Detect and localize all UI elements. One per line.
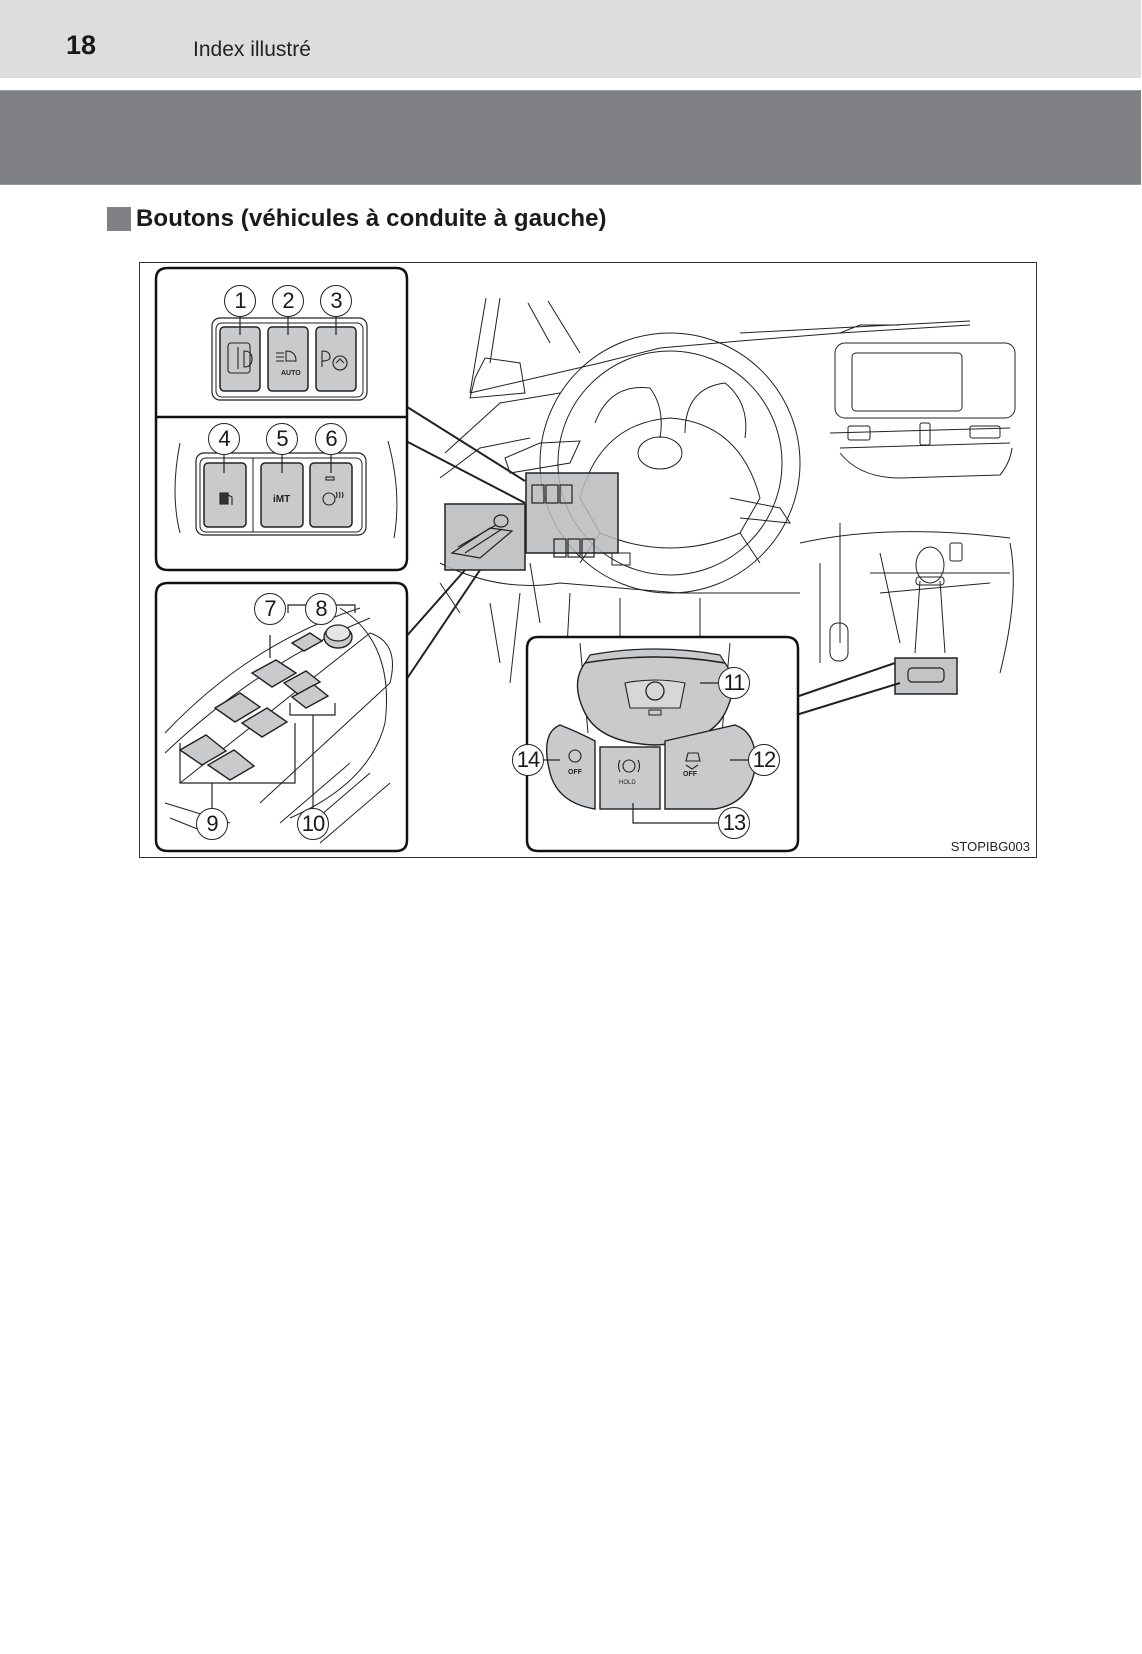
callout-11: 11 (718, 667, 750, 699)
header-bar: 18 Index illustré (0, 0, 1141, 78)
auto-off-switch (546, 724, 596, 810)
svg-text:OFF: OFF (683, 771, 698, 778)
callout-2: 2 (272, 285, 304, 317)
chapter-band (0, 90, 1141, 185)
callout-7: 7 (254, 593, 286, 625)
svg-text:OFF: OFF (568, 769, 583, 776)
imt-label: iMT (273, 494, 290, 505)
heading-square-icon (107, 207, 131, 231)
callout-9: 9 (196, 808, 228, 840)
highlight-console-switches (894, 657, 958, 695)
section-heading: Boutons (véhicules à conduite à gauche) (107, 205, 607, 233)
vsc-off-switch (664, 724, 757, 810)
highlight-door-switches (444, 503, 526, 571)
callout-4: 4 (208, 423, 240, 455)
hold-switch (599, 746, 661, 810)
callout-6: 6 (315, 423, 347, 455)
callout-1: 1 (224, 285, 256, 317)
callout-13: 13 (718, 807, 750, 839)
callout-3: 3 (320, 285, 352, 317)
callout-5: 5 (266, 423, 298, 455)
page-number: 18 (66, 30, 97, 60)
dashboard-drawing: AUTO iMT (154, 266, 1016, 853)
callout-12: 12 (748, 744, 780, 776)
callout-10: 10 (297, 808, 329, 840)
auto-label: AUTO (281, 370, 301, 377)
buttons-illustration: AUTO iMT (139, 262, 1037, 858)
callout-8: 8 (305, 593, 337, 625)
section-title: Index illustré (193, 38, 311, 61)
svg-text:HOLD: HOLD (619, 780, 636, 786)
heading-text: Boutons (véhicules à conduite à gauche) (136, 205, 607, 232)
callout-14: 14 (512, 744, 544, 776)
figure-id: STOPIBG003 (950, 839, 1030, 854)
inset-window (154, 581, 409, 853)
